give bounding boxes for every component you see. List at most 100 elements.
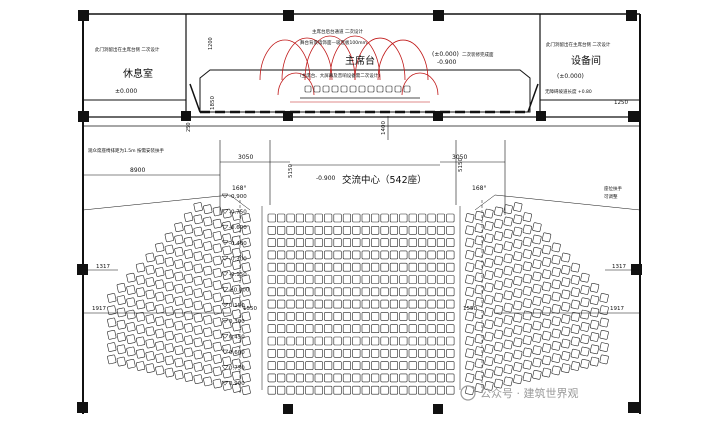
- seat: [371, 312, 380, 321]
- seat: [314, 373, 323, 383]
- seat: [380, 348, 389, 358]
- seat: [286, 324, 295, 334]
- seat: [342, 385, 352, 395]
- seat: [399, 250, 408, 260]
- seat: [333, 348, 342, 358]
- seat: [484, 233, 494, 244]
- seat: [427, 213, 436, 223]
- seat: [484, 282, 494, 293]
- seat: [427, 250, 436, 260]
- seat: [532, 333, 542, 343]
- seat: [314, 226, 323, 235]
- seat: [513, 263, 523, 274]
- seat: [193, 239, 203, 249]
- seat: [164, 306, 174, 316]
- seat: [493, 354, 504, 364]
- seat: [408, 262, 417, 272]
- structural-columns: [77, 10, 642, 414]
- seat: [322, 85, 330, 93]
- seat: [580, 322, 590, 332]
- seat: [418, 373, 427, 383]
- seat: [532, 308, 542, 319]
- seat: [324, 373, 333, 383]
- seat: [277, 312, 286, 321]
- seat: [570, 348, 580, 359]
- elevation-marker-icon: [221, 349, 229, 355]
- seat: [116, 356, 126, 367]
- seat: [174, 345, 184, 355]
- seat: [484, 344, 494, 354]
- seat: [599, 293, 609, 303]
- seat: [286, 312, 295, 321]
- seat: [484, 356, 494, 367]
- seat: [286, 213, 295, 223]
- seat: [541, 318, 552, 329]
- seat: [145, 277, 155, 287]
- seat: [389, 336, 399, 346]
- elevation-stage-right: (±0.000): [432, 51, 459, 58]
- seat: [408, 213, 417, 223]
- seat: [286, 250, 295, 260]
- seat: [389, 262, 399, 272]
- seat: [352, 348, 361, 358]
- seat: [183, 322, 194, 333]
- seat: [503, 253, 513, 264]
- seat: [541, 294, 552, 304]
- seat: [436, 361, 446, 370]
- seat: [484, 258, 494, 268]
- seat: [267, 324, 276, 334]
- seat: [551, 316, 561, 327]
- seat: [231, 383, 242, 393]
- seat: [389, 324, 399, 334]
- seat: [436, 324, 446, 334]
- seat: [145, 264, 155, 275]
- seat: [484, 294, 494, 305]
- seat: [231, 333, 242, 344]
- seat: [203, 315, 213, 325]
- seat: [551, 365, 561, 376]
- seat: [474, 321, 484, 332]
- seat: [193, 214, 203, 225]
- seat: [418, 213, 427, 223]
- seat: [314, 299, 323, 309]
- seat: [532, 271, 542, 282]
- seat: [286, 299, 295, 309]
- seat: [513, 251, 523, 262]
- elevation-marker-icon: [221, 256, 229, 261]
- seat: [580, 272, 590, 283]
- seat: [324, 287, 333, 297]
- seat: [503, 327, 513, 338]
- seat: [465, 274, 475, 285]
- seat: [314, 385, 323, 395]
- seat: [532, 370, 542, 380]
- seat: [277, 336, 286, 346]
- seat: [342, 336, 352, 346]
- seat: [333, 299, 342, 309]
- step-elevation: -0.450: [229, 241, 247, 247]
- seat: [314, 324, 323, 334]
- seat: [241, 262, 251, 272]
- seat: [193, 312, 203, 323]
- seat: [570, 324, 580, 334]
- seat: [212, 317, 222, 327]
- seat: [561, 289, 571, 300]
- seat: [541, 244, 552, 255]
- seat: [465, 360, 475, 371]
- seat: [193, 263, 203, 274]
- seat: [418, 275, 427, 284]
- dim-1250: 1250: [614, 100, 628, 106]
- seat: [324, 262, 333, 272]
- seat: [277, 262, 286, 272]
- seat: [403, 85, 411, 93]
- seat: [295, 213, 305, 223]
- seat: [183, 224, 194, 235]
- seat: [314, 348, 323, 358]
- seat: [522, 273, 532, 284]
- seat: [231, 272, 242, 283]
- seat: [352, 275, 361, 284]
- seat: [333, 213, 342, 223]
- seat: [532, 247, 542, 257]
- seat: [551, 341, 561, 351]
- seat: [183, 286, 194, 296]
- seat: [145, 252, 155, 263]
